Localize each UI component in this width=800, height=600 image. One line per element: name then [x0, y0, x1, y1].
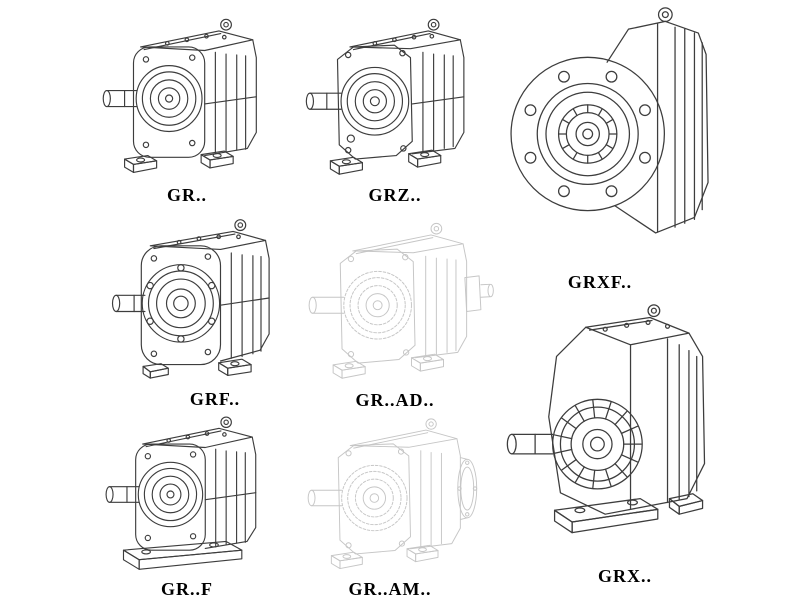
gr-ad-label: GR..AD..: [355, 390, 435, 410]
gr-f-label: GR..F: [161, 579, 213, 599]
gr-am-label: GR..AM..: [348, 579, 432, 599]
grz-gearbox-drawing: [292, 6, 488, 184]
grf-label: GRF..: [189, 389, 241, 409]
gr-am-gearbox-drawing: [292, 406, 498, 578]
grxf-label: GRXF..: [567, 272, 633, 292]
grxf-gearbox-drawing: [494, 2, 728, 264]
grx-label: GRX..: [598, 566, 652, 586]
grz-label: GRZ..: [368, 185, 422, 205]
gr-label: GR..: [167, 185, 207, 205]
gr-f-gearbox-drawing: [88, 404, 286, 578]
gr-ad-gearbox-drawing: [296, 210, 502, 388]
gr-gearbox-drawing: [88, 6, 284, 184]
grx-gearbox-drawing: [494, 300, 732, 558]
grf-gearbox-drawing: [98, 208, 298, 388]
